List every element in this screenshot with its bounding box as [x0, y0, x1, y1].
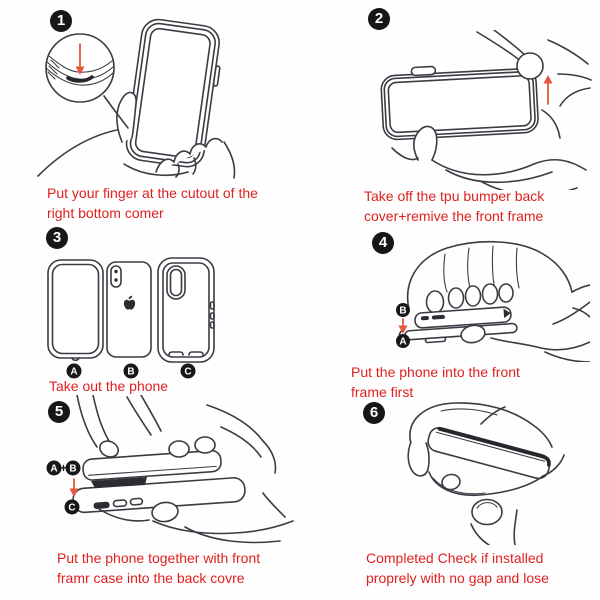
svg-text:B: B [127, 367, 134, 378]
part-b-phone [106, 261, 152, 358]
annotation-a: A [396, 334, 410, 348]
fingertip [194, 436, 216, 454]
thumb [407, 441, 430, 477]
up-arrow-icon [543, 75, 553, 105]
caption-line: Put the phone together with front [57, 550, 261, 566]
annotation-b: B [396, 303, 410, 317]
caption-line: frame first [351, 383, 414, 400]
pressing-hand [406, 241, 590, 318]
step-6-caption: Completed Check if installed proprely wi… [366, 549, 549, 588]
phone-side-view [414, 306, 512, 329]
camera-cutout [166, 265, 186, 300]
step-1-illustration [37, 18, 236, 179]
annotation-b: B [65, 460, 81, 476]
step-6-number-badge: 6 [363, 402, 385, 424]
magnifier-detail-circle [45, 33, 129, 129]
top-button [410, 65, 437, 77]
step-2-caption: Take off the tpu bumper back cover+remiv… [364, 187, 544, 226]
svg-text:B: B [69, 464, 76, 475]
caption-line: framr case into the back covre [57, 569, 245, 586]
upper-hands [76, 395, 277, 474]
side-buttons [420, 316, 429, 321]
gap-shadow [91, 477, 147, 488]
thumb [412, 125, 438, 161]
part-a-front-frame [47, 259, 104, 362]
step-6-illustration [407, 402, 565, 545]
step-1-number-badge: 1 [50, 10, 72, 32]
svg-text:A: A [399, 337, 406, 348]
step-4-illustration: B A [396, 241, 590, 362]
step-5-number-badge: 5 [48, 401, 70, 423]
part-label-a: A [66, 363, 82, 379]
thumb [116, 91, 137, 143]
plus-sign: + [60, 461, 67, 475]
hand-holding-phone [37, 127, 129, 177]
step-3-number-badge: 3 [46, 227, 68, 249]
fingertip [471, 498, 503, 526]
caption-line: Put your finger at the cutout of the [47, 185, 258, 201]
svg-text:C: C [184, 367, 191, 378]
step-4-caption: Put the phone into the front frame first [351, 363, 520, 402]
assembled-phone [427, 426, 551, 480]
svg-text:C: C [68, 503, 75, 514]
phone-in-bumper [380, 65, 539, 141]
lower-hand [98, 492, 294, 544]
part-label-b: B [123, 363, 139, 379]
caption-line: Take out the phone [49, 378, 169, 394]
step-3-caption: Take out the phone [49, 377, 168, 397]
step-3-illustration: A B C [47, 257, 215, 379]
down-arrow-icon [69, 478, 79, 497]
svg-text:A: A [50, 464, 57, 475]
fingers-front [116, 91, 236, 179]
part-c-back-cover [157, 257, 215, 363]
caption-line: cover+remive the front frame [364, 207, 544, 224]
thumb-tip [425, 290, 445, 314]
thumb [151, 501, 179, 523]
apple-logo [123, 295, 136, 310]
fingertip [168, 440, 190, 458]
fingers-front [407, 441, 565, 545]
port-cutouts [93, 501, 110, 509]
fingertip [516, 52, 544, 80]
side-button [212, 65, 221, 87]
down-arrow-icon [398, 318, 408, 334]
caption-line: Completed Check if installed [366, 550, 544, 566]
annotation-c: C [64, 499, 80, 515]
annotation-a: A [46, 460, 62, 476]
phone-in-case [125, 18, 221, 168]
camera-module [110, 265, 122, 288]
step-1-caption: Put your finger at the cutout of the rig… [47, 184, 258, 223]
thumb [460, 324, 486, 344]
part-label-c: C [180, 363, 196, 379]
caption-line: Take off the tpu bumper back [364, 188, 545, 204]
supporting-hand [460, 301, 590, 362]
caption-line: right bottom comer [47, 204, 164, 221]
step-2-illustration [380, 30, 592, 190]
phone-with-frame [82, 449, 222, 481]
step-2-number-badge: 2 [368, 8, 390, 30]
step-4-number-badge: 4 [372, 232, 394, 254]
caption-line: proprely with no gap and lose [366, 569, 549, 586]
caption-line: Put the phone into the front [351, 364, 520, 380]
fingertip [99, 440, 119, 458]
step-5-caption: Put the phone together with front framr … [57, 549, 260, 588]
holding-hand [409, 402, 553, 448]
step-5-illustration: A + B C [46, 395, 294, 544]
corner-cutout [66, 75, 94, 83]
svg-text:A: A [70, 367, 77, 378]
svg-text:B: B [399, 306, 406, 317]
fingertip [441, 473, 461, 491]
lower-hand [391, 125, 587, 190]
